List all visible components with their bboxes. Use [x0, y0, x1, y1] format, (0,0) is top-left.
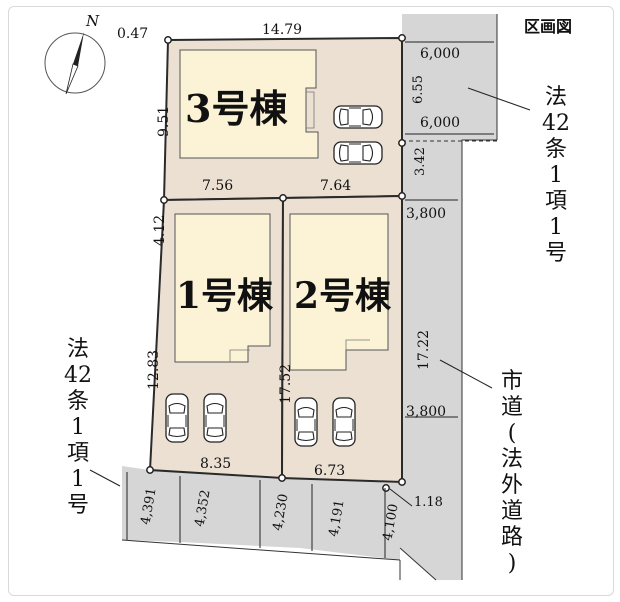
dimension-label: 4.12: [152, 215, 168, 246]
building-1: [174, 213, 271, 363]
road-width-label: 4,391: [138, 487, 159, 526]
entrance-marks: [229, 91, 370, 362]
building-2-label: 2号棟: [294, 275, 392, 317]
dimension-label: 6.73: [314, 463, 345, 479]
road-east-lower: [400, 194, 462, 580]
car-icon: [165, 393, 189, 443]
dimension-label: 7.56: [202, 178, 233, 194]
dimension-label: 0.47: [117, 26, 148, 42]
road-label-right: 市道(法外道路): [501, 369, 523, 576]
road-east-upper: [402, 14, 497, 194]
car-icon: [294, 397, 318, 447]
car-icon: [332, 397, 356, 447]
car-icon: [203, 393, 227, 443]
road-width-label: 6,000: [420, 46, 460, 62]
compass-icon: [44, 32, 106, 95]
road-width-arrows: [89, 41, 531, 558]
dimension-label: 6.55: [411, 75, 426, 104]
dimension-label: 17.22: [416, 330, 432, 370]
dimension-label: 14.79: [262, 22, 302, 38]
road-label-text: 市道(法外道路): [501, 369, 523, 576]
dimension-label: 7.64: [320, 178, 351, 194]
road-south: [122, 466, 436, 560]
road-lines: [121, 14, 498, 581]
road-width-label: 4,230: [270, 493, 291, 532]
image-frame: [8, 6, 614, 596]
dimension-label: 9.51: [156, 106, 172, 137]
road-width-label: 4,191: [326, 499, 347, 538]
building-3: [179, 49, 319, 159]
road-width-label: 4,352: [192, 489, 213, 528]
page-title: 区画図: [524, 17, 572, 36]
building-3-label: 3号棟: [185, 86, 288, 131]
dimension-label: 1.18: [414, 495, 443, 510]
road-width-label: 6,000: [420, 115, 460, 131]
road-width-label: 4,100: [380, 503, 401, 542]
dimension-label: 3.42: [413, 147, 428, 176]
car-icon: [333, 141, 383, 165]
building-1-label: 1号棟: [176, 275, 274, 317]
road-width-label: 3,800: [406, 206, 446, 222]
road-width-label: 3,800: [406, 404, 446, 420]
car-icon: [333, 105, 383, 129]
dimension-label: 17.52: [278, 364, 294, 404]
survey-points: [146, 34, 406, 492]
dimension-label: 12.83: [146, 350, 162, 390]
dimension-label: 8.35: [200, 456, 231, 472]
compass-label: N: [85, 12, 100, 30]
